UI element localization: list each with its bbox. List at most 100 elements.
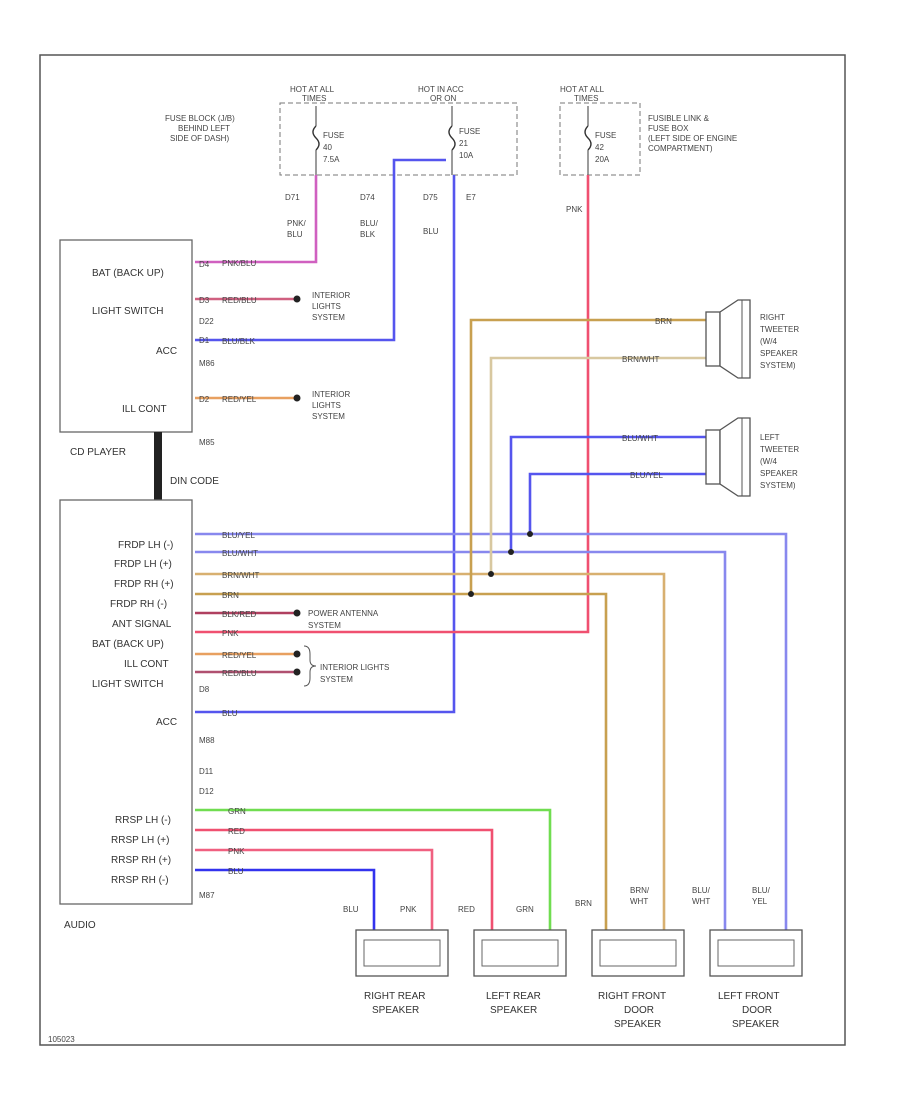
lt-label-5: SYSTEM) — [760, 481, 796, 490]
cd-conn-m86: M86 — [199, 359, 215, 368]
fuse-block-label-1: FUSE BLOCK (J/B) — [165, 114, 235, 123]
audio-wire-blu-wht: BLU/WHT — [222, 549, 258, 558]
cd-player: BAT (BACK UP) LIGHT SWITCH ACC ILL CONT … — [59, 239, 257, 502]
audio-pin-bat: BAT (BACK UP) — [92, 639, 164, 650]
interior-lights-3b: SYSTEM — [320, 675, 353, 684]
interior-lights-1a: INTERIOR — [312, 291, 350, 300]
hot-label-2a: HOT IN ACC — [418, 85, 464, 94]
power-antenna-a: POWER ANTENNA — [308, 609, 379, 618]
lt-label-3: (W/4 — [760, 457, 777, 466]
audio-wire-red: RED — [228, 827, 245, 836]
rf-wire-brn: BRN — [575, 899, 592, 908]
wire-pnk: PNK — [566, 205, 583, 214]
cd-conn-d1: D1 — [199, 336, 210, 345]
rt-wire-brn-wht: BRN/WHT — [622, 355, 659, 364]
din-code-label: DIN CODE — [170, 476, 219, 487]
fuse-40-label: FUSE — [323, 131, 344, 140]
rt-label-3: (W/4 — [760, 337, 777, 346]
audio-wire-brn-wht: BRN/WHT — [222, 571, 259, 580]
wire-layer — [195, 158, 788, 930]
hot-label-1a: HOT AT ALL — [290, 85, 335, 94]
right-rear-speaker: BLU PNK RIGHT REAR SPEAKER — [343, 905, 449, 1016]
cd-player-box — [59, 239, 193, 433]
audio-pin-light: LIGHT SWITCH — [92, 679, 163, 690]
power-section: HOT AT ALL TIMES HOT IN ACC OR ON HOT AT… — [165, 85, 737, 239]
rr-label-2: SPEAKER — [372, 1005, 419, 1016]
cd-pin-ill: ILL CONT — [122, 404, 167, 415]
hot-label-3a: HOT AT ALL — [560, 85, 605, 94]
rf-label-2: DOOR — [624, 1005, 654, 1016]
audio-pin-rrsp-lh-pos: RRSP LH (+) — [111, 835, 169, 846]
fuse-21-icon — [448, 125, 456, 151]
connector-d74: D74 — [360, 193, 375, 202]
rf-wire-brnwht-a: BRN/ — [630, 886, 650, 895]
connector-e7: E7 — [466, 193, 476, 202]
wire-blu-blk-1: BLU/ — [360, 219, 379, 228]
interior-lights-1c: SYSTEM — [312, 313, 345, 322]
audio-wire-brn: BRN — [222, 591, 239, 600]
lf-wire-bluwht-a: BLU/ — [692, 886, 711, 895]
audio-pin-rrsp-lh-neg: RRSP LH (-) — [115, 815, 171, 826]
din-cable — [154, 432, 162, 502]
audio-pin-rrsp-rh-neg: RRSP RH (-) — [111, 875, 169, 886]
audio-conn-d12: D12 — [199, 787, 214, 796]
fuse-block-label-3: SIDE OF DASH) — [170, 134, 229, 143]
cd-player-title: CD PLAYER — [70, 447, 126, 458]
fuse-42-label: FUSE — [595, 131, 616, 140]
audio-unit: FRDP LH (-) FRDP LH (+) FRDP RH (+) FRDP… — [59, 499, 259, 931]
fuse-40-amp: 7.5A — [323, 155, 340, 164]
cd-pin-bat: BAT (BACK UP) — [92, 268, 164, 279]
rr-wire-blu: BLU — [343, 905, 359, 914]
audio-pin-frdp-rh-pos: FRDP RH (+) — [114, 579, 174, 590]
left-tweeter-icon — [719, 417, 751, 497]
audio-wire-blu: BLU — [222, 709, 238, 718]
audio-pin-ill: ILL CONT — [124, 659, 169, 670]
rt-label-1: RIGHT — [760, 313, 785, 322]
wire-pnk-blu-2: BLU — [287, 230, 303, 239]
audio-pin-frdp-lh-pos: FRDP LH (+) — [114, 559, 172, 570]
audio-box — [59, 499, 193, 905]
cd-conn-m85: M85 — [199, 438, 215, 447]
fuse-40-icon — [312, 125, 320, 151]
audio-title: AUDIO — [64, 920, 96, 931]
audio-pin-frdp-rh-neg: FRDP RH (-) — [110, 599, 167, 610]
cd-wire-blu-blk: BLU/BLK — [222, 337, 256, 346]
rr-label-1: RIGHT REAR — [364, 991, 426, 1002]
lf-label-3: SPEAKER — [732, 1019, 779, 1030]
interior-lights-2c: SYSTEM — [312, 412, 345, 421]
interior-lights-2a: INTERIOR — [312, 390, 350, 399]
lt-label-4: SPEAKER — [760, 469, 798, 478]
audio-wire-pnk-rear: PNK — [228, 847, 245, 856]
fuse-42-amp: 20A — [595, 155, 610, 164]
audio-wire-red-yel: RED/YEL — [222, 651, 257, 660]
cd-wire-pnk-blu: PNK/BLU — [222, 259, 256, 268]
right-tweeter-icon — [719, 299, 751, 379]
cd-conn-d4: D4 — [199, 260, 210, 269]
lt-wire-blu-yel: BLU/YEL — [630, 471, 663, 480]
cd-conn-d2: D2 — [199, 395, 210, 404]
rt-wire-brn: BRN — [655, 317, 672, 326]
audio-wire-blu-yel: BLU/YEL — [222, 531, 255, 540]
fuse-21-num: 21 — [459, 139, 468, 148]
cd-pin-acc: ACC — [156, 346, 177, 357]
audio-pin-acc: ACC — [156, 717, 177, 728]
lr-label-2: SPEAKER — [490, 1005, 537, 1016]
rf-label-1: RIGHT FRONT — [598, 991, 666, 1002]
left-front-door-speaker: BLU/ WHT BLU/ YEL LEFT FRONT DOOR SPEAKE… — [692, 886, 803, 1030]
hot-label-1b: TIMES — [302, 94, 326, 103]
audio-pin-ant: ANT SIGNAL — [112, 619, 172, 630]
rr-wire-pnk: PNK — [400, 905, 417, 914]
lf-label-2: DOOR — [742, 1005, 772, 1016]
audio-pin-rrsp-rh-pos: RRSP RH (+) — [111, 855, 171, 866]
connector-d71: D71 — [285, 193, 300, 202]
fusible-link-label-2: FUSE BOX — [648, 124, 689, 133]
rf-wire-brnwht-b: WHT — [630, 897, 648, 906]
lf-wire-bluyel-b: YEL — [752, 897, 768, 906]
audio-wire-blk-red: BLK/RED — [222, 610, 256, 619]
fusible-link-label-1: FUSIBLE LINK & — [648, 114, 710, 123]
left-tweeter: BLU/WHT BLU/YEL LEFT TWEETER (W/4 SPEAKE… — [622, 417, 799, 497]
audio-wire-grn: GRN — [228, 807, 246, 816]
fuse-21-amp: 10A — [459, 151, 474, 160]
fusible-link-box — [559, 102, 641, 176]
cd-conn-d3: D3 — [199, 296, 210, 305]
